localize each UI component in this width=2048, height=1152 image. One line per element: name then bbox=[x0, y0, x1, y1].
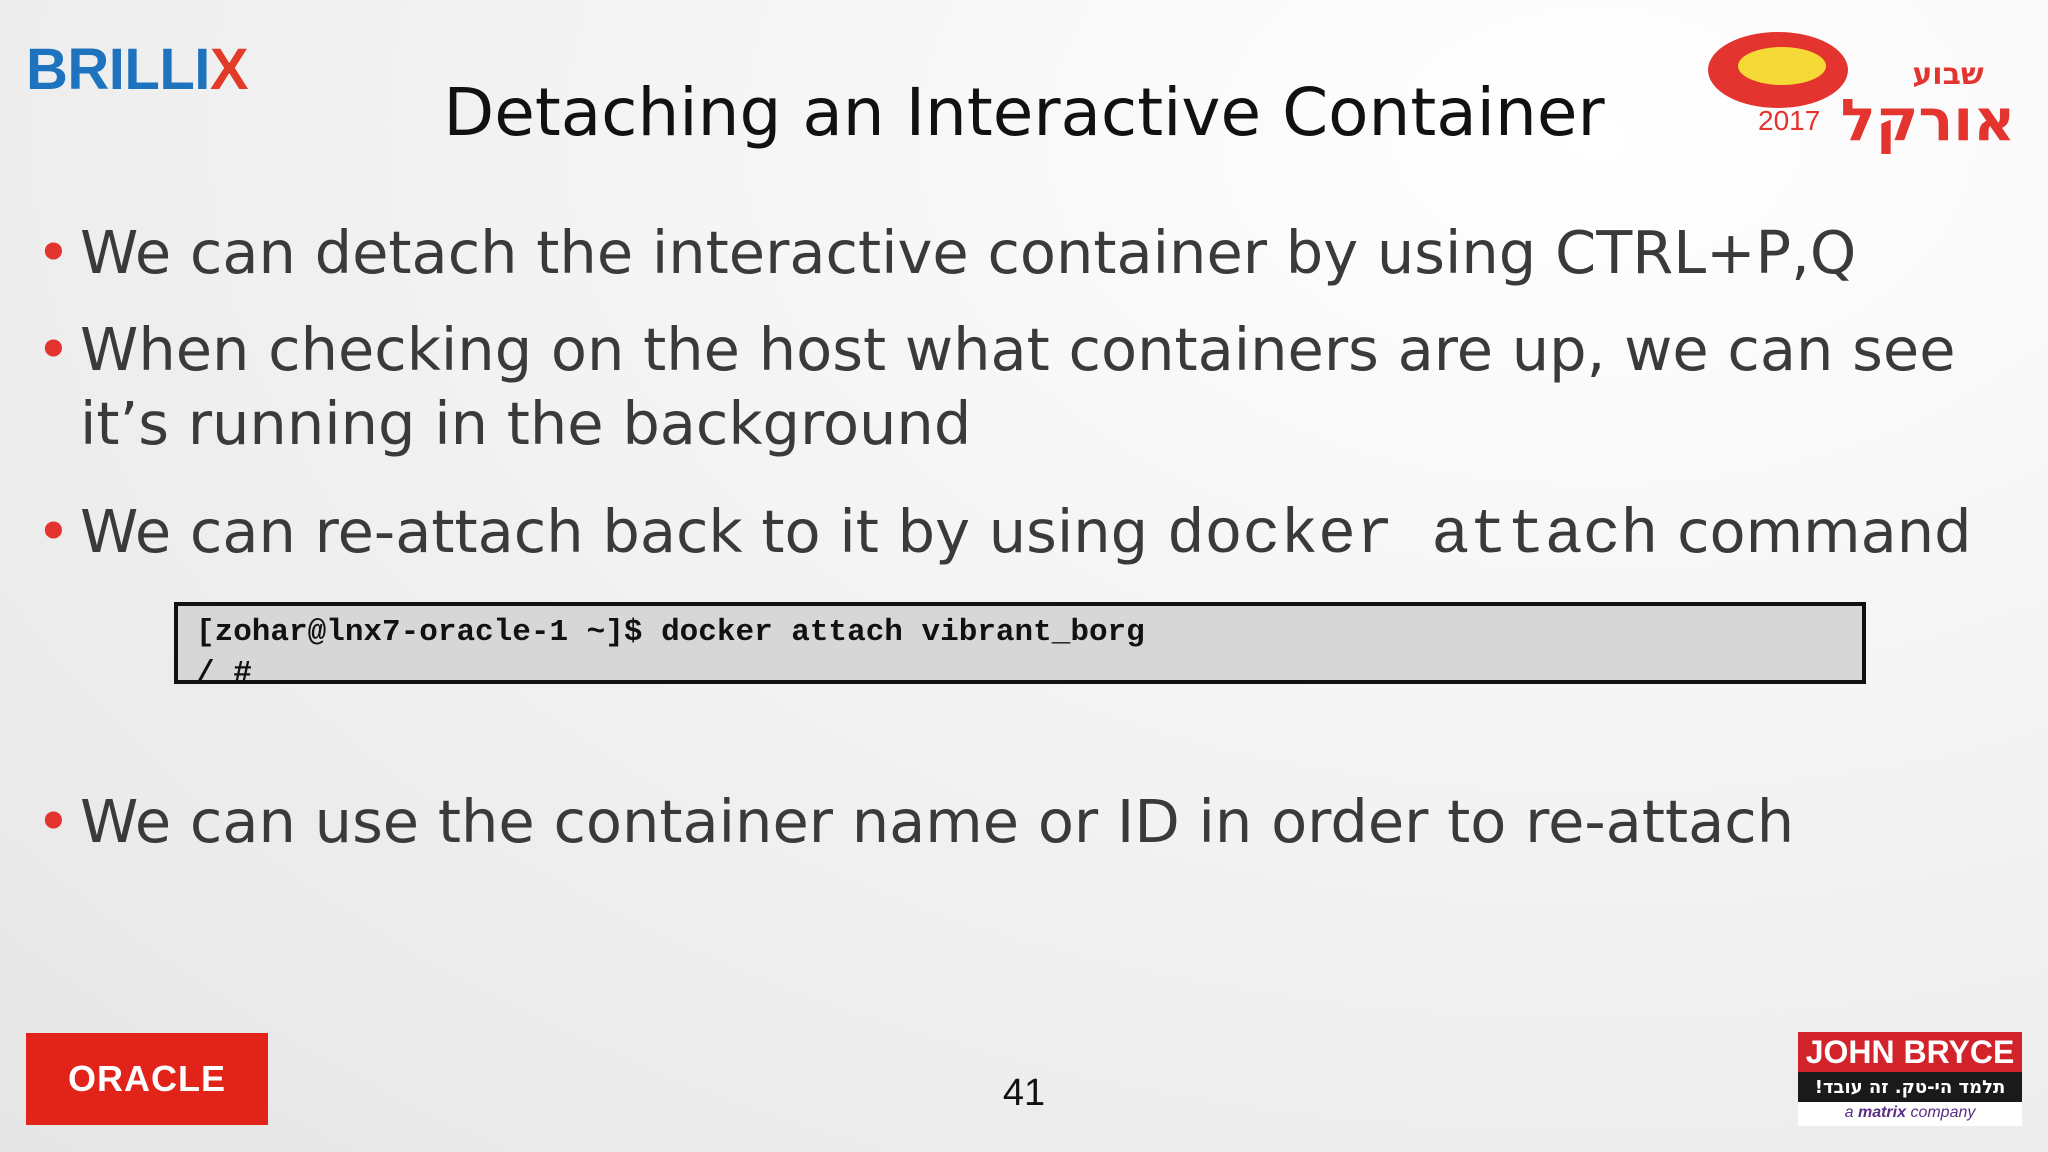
oracle-logo: ORACLE bbox=[26, 1033, 268, 1125]
bullet-text: command bbox=[1658, 497, 1972, 566]
bullet-item: • We can detach the interactive containe… bbox=[36, 216, 1996, 290]
bullet-text: When checking on the host what container… bbox=[80, 315, 1956, 458]
john-bryce-logo: JOHN BRYCE תלמד הי-טק. זה עובד! a matrix… bbox=[1798, 1032, 2022, 1126]
bullet-list: • We can detach the interactive containe… bbox=[36, 216, 1996, 859]
oracle-week-year: 2017 bbox=[1758, 105, 1820, 136]
bullet-marker: • bbox=[36, 497, 71, 566]
matrix-brand: matrix bbox=[1857, 1104, 1906, 1121]
bullet-marker: • bbox=[36, 218, 71, 287]
matrix-company-text: a matrix company bbox=[1844, 1104, 1976, 1121]
bullet-item: • We can re-attach back to it by using d… bbox=[36, 495, 1996, 573]
terminal-line: / # bbox=[196, 656, 252, 691]
bullet-marker: • bbox=[36, 787, 71, 856]
bullet-marker: • bbox=[36, 315, 71, 384]
bullet-text: We can use the container name or ID in o… bbox=[80, 787, 1795, 856]
oracle-week-ring-inner bbox=[1738, 47, 1826, 85]
brillix-logo-x: X bbox=[209, 37, 249, 102]
brillix-logo-text: BRILLI bbox=[26, 37, 210, 102]
inline-code: docker attach bbox=[1166, 500, 1659, 571]
oracle-week-hebrew-top: שבוע bbox=[1912, 57, 1984, 92]
slide-title: Detaching an Interactive Container bbox=[443, 74, 1605, 151]
terminal-line: [zohar@lnx7-oracle-1 ~]$ docker attach v… bbox=[196, 615, 1145, 650]
oracle-week-logo: 2017 שבוע אורקל bbox=[1708, 32, 2016, 154]
page-number: 41 bbox=[1002, 1072, 1046, 1114]
john-bryce-logo-text: JOHN BRYCE bbox=[1805, 1033, 2015, 1070]
terminal-output: [zohar@lnx7-oracle-1 ~]$ docker attach v… bbox=[174, 602, 1866, 691]
bullet-text: We can re-attach back to it by using bbox=[80, 497, 1167, 566]
oracle-logo-text: ORACLE bbox=[68, 1058, 226, 1099]
bullet-text: We can detach the interactive container … bbox=[80, 218, 1857, 287]
bullet-item: • When checking on the host what contain… bbox=[36, 313, 1996, 461]
bullet-item: • We can use the container name or ID in… bbox=[36, 785, 1996, 859]
john-bryce-tagline: תלמד הי-טק. זה עובד! bbox=[1798, 1072, 2022, 1102]
oracle-week-hebrew-main: אורקל bbox=[1841, 86, 2016, 154]
